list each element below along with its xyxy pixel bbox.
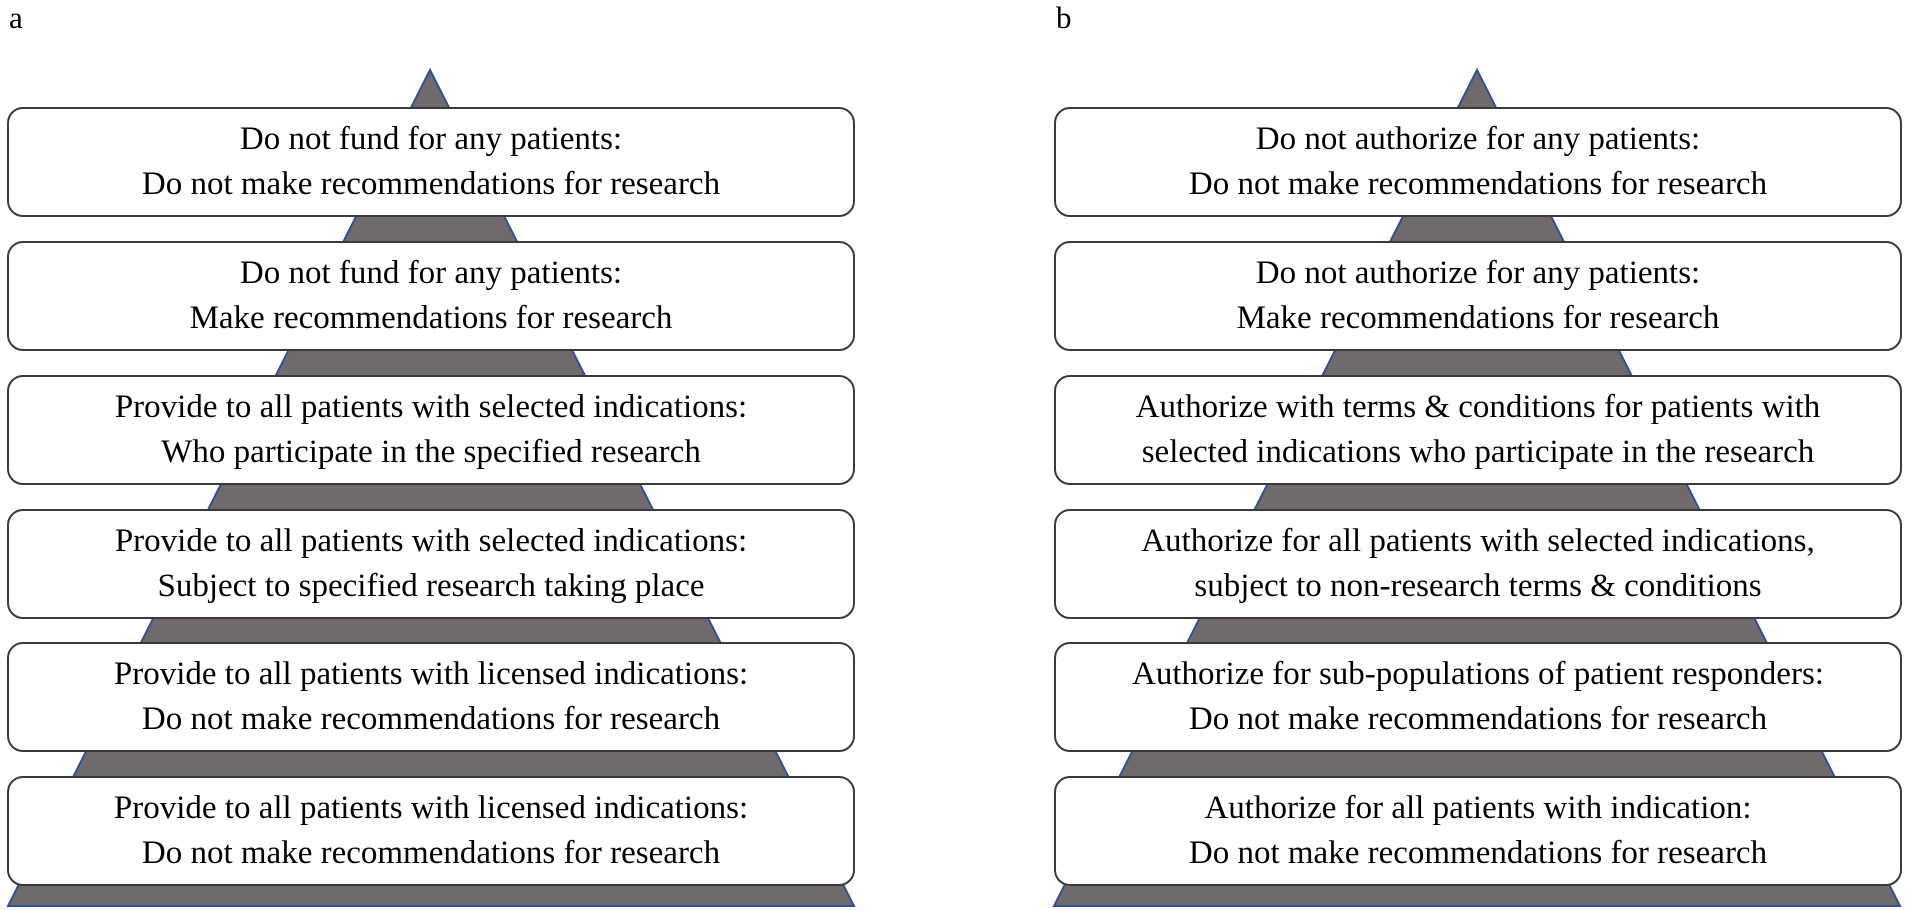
tier-line-1: Authorize with terms & conditions for pa…: [1135, 389, 1821, 425]
tier-4: Authorize for all patients with selected…: [1054, 509, 1902, 619]
tier-6: Authorize for all patients with indicati…: [1054, 776, 1902, 886]
panel-b: b Do not authorize for any patients: Do …: [1046, 0, 1908, 910]
tier-line-2: Make recommendations for research: [189, 300, 673, 336]
tier-line-2: subject to non-research terms & conditio…: [1194, 568, 1762, 604]
panel-label: b: [1056, 0, 1072, 35]
tier-1: Do not authorize for any patients: Do no…: [1054, 107, 1902, 217]
tier-line-1: Authorize for sub-populations of patient…: [1132, 656, 1824, 692]
tier-3: Provide to all patients with selected in…: [7, 375, 855, 485]
tier-3: Authorize with terms & conditions for pa…: [1054, 375, 1902, 485]
tier-1: Do not fund for any patients: Do not mak…: [7, 107, 855, 217]
tier-line-2: Who participate in the specified researc…: [161, 434, 701, 470]
tier-line-1: Provide to all patients with selected in…: [114, 389, 748, 425]
tier-4: Provide to all patients with selected in…: [7, 509, 855, 619]
tier-2: Do not authorize for any patients: Make …: [1054, 241, 1902, 351]
tier-line-1: Authorize for all patients with indicati…: [1204, 790, 1752, 826]
tier-line-2: selected indications who participate in …: [1141, 434, 1815, 470]
tier-line-2: Subject to specified research taking pla…: [157, 568, 705, 604]
panel-a: a Do not fund for any patients: Do not m…: [0, 0, 880, 910]
tier-line-2: Do not make recommendations for research: [141, 701, 721, 737]
tier-line-1: Do not authorize for any patients:: [1255, 121, 1701, 157]
tier-line-1: Do not authorize for any patients:: [1255, 255, 1701, 291]
tier-line-2: Do not make recommendations for research: [1188, 835, 1768, 871]
tier-5: Provide to all patients with licensed in…: [7, 642, 855, 752]
tier-line-2: Do not make recommendations for research: [1188, 701, 1768, 737]
tier-line-1: Provide to all patients with licensed in…: [113, 790, 749, 826]
tier-line-1: Provide to all patients with selected in…: [114, 523, 748, 559]
tier-6: Provide to all patients with licensed in…: [7, 776, 855, 886]
tier-line-2: Do not make recommendations for research: [141, 166, 721, 202]
tier-2: Do not fund for any patients: Make recom…: [7, 241, 855, 351]
tier-line-1: Provide to all patients with licensed in…: [113, 656, 749, 692]
tier-line-2: Do not make recommendations for research: [1188, 166, 1768, 202]
panel-label: a: [9, 0, 23, 35]
tier-line-1: Do not fund for any patients:: [239, 255, 623, 291]
tier-line-1: Authorize for all patients with selected…: [1141, 523, 1815, 559]
tier-line-2: Do not make recommendations for research: [141, 835, 721, 871]
tier-5: Authorize for sub-populations of patient…: [1054, 642, 1902, 752]
tier-line-1: Do not fund for any patients:: [239, 121, 623, 157]
tier-line-2: Make recommendations for research: [1236, 300, 1720, 336]
